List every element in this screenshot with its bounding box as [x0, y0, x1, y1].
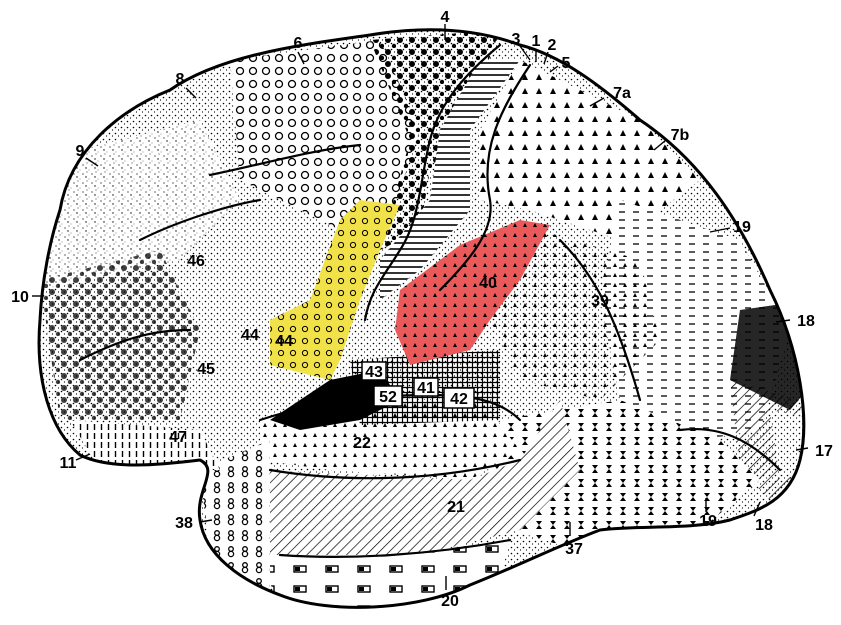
area-label: 9	[76, 143, 85, 160]
area-label: 44	[275, 333, 293, 350]
area-label: 40	[479, 275, 497, 292]
area-label: 20	[441, 593, 459, 610]
area-label: 37	[565, 541, 583, 558]
area-label: 2	[548, 37, 557, 54]
area-label: 7a	[613, 85, 631, 102]
area-label: 45	[197, 361, 215, 378]
area-label: 38	[175, 515, 193, 532]
area-label: 41	[417, 380, 435, 397]
area-label: 8	[176, 71, 185, 88]
area-label: 52	[379, 389, 397, 406]
area-label: 47	[169, 429, 187, 446]
area-label: 11	[60, 455, 77, 472]
area-label: 3	[512, 31, 521, 48]
area-label: 46	[187, 253, 205, 270]
area-label: 19	[733, 219, 751, 236]
area-label: 22	[353, 435, 371, 452]
area-label: 21	[447, 499, 465, 516]
area-label: 6	[294, 35, 303, 52]
area-label: 43	[365, 364, 383, 381]
area-label: 18	[797, 313, 815, 330]
area-label: 4	[441, 9, 450, 26]
area-label: 17	[815, 443, 833, 460]
area-label: 5	[562, 55, 571, 72]
area-label: 7b	[671, 127, 690, 144]
area-label: 1	[532, 33, 541, 50]
area-label: 44	[241, 327, 259, 344]
area-label: 19	[699, 513, 717, 530]
area-label: 18	[755, 517, 773, 534]
area-label: 39	[591, 293, 609, 310]
area-label: 42	[450, 391, 468, 408]
area-label: 10	[11, 289, 29, 306]
